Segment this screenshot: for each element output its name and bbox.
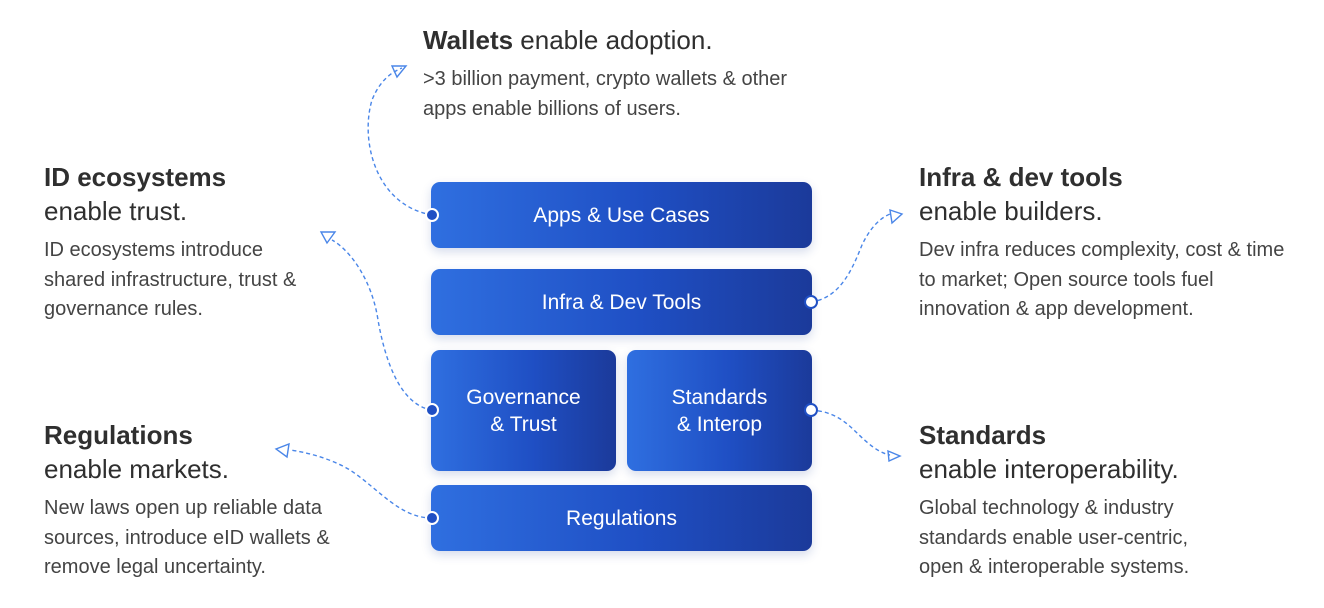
wallets-heading-bold: Wallets xyxy=(423,25,514,55)
infra-subtitle: enable builders. xyxy=(919,196,1103,226)
arrowhead-id xyxy=(319,231,337,245)
wallets-heading-rest: enable adoption. xyxy=(513,25,713,55)
standards-body: Global technology & industry standards e… xyxy=(919,497,1190,578)
connector-infra xyxy=(810,213,891,303)
infra-annotation: Infra & dev tools enable builders. Dev i… xyxy=(919,160,1299,325)
arrowhead-wallets xyxy=(390,65,408,79)
wallets-body: >3 billion payment, crypto wallets & oth… xyxy=(423,68,788,120)
box-governance-trust: Governance & Trust xyxy=(431,350,616,471)
regulations-body: New laws open up reliable data sources, … xyxy=(44,497,330,578)
box-regulations: Regulations xyxy=(431,485,812,551)
infra-title: Infra & dev tools xyxy=(919,162,1123,192)
box-standards-interop: Standards & Interop xyxy=(627,350,812,471)
box-governance-label: Governance & Trust xyxy=(466,385,581,436)
arrowhead-infra xyxy=(889,208,904,225)
id-ecosystems-subtitle: enable trust. xyxy=(44,196,188,226)
wallets-annotation: Wallets enable adoption. >3 billion paym… xyxy=(423,23,843,124)
standards-title: Standards xyxy=(919,420,1047,450)
box-infra-dev-tools: Infra & Dev Tools xyxy=(431,269,812,335)
connector-standards xyxy=(810,409,891,456)
standards-subtitle: enable interoperability. xyxy=(919,454,1179,484)
connector-governance-id xyxy=(331,239,433,411)
id-ecosystems-title: ID ecosystems xyxy=(44,162,227,192)
regulations-title: Regulations xyxy=(44,420,193,450)
box-standards-label: Standards & Interop xyxy=(671,385,768,436)
connector-regulations xyxy=(289,449,433,519)
arrowhead-standards xyxy=(887,449,902,463)
arrowhead-regulations xyxy=(274,442,290,459)
infra-body: Dev infra reduces complexity, cost & tim… xyxy=(919,239,1285,320)
regulations-annotation: Regulations enable markets. New laws ope… xyxy=(44,418,384,583)
wallets-heading: Wallets enable adoption. xyxy=(423,23,843,57)
regulations-subtitle: enable markets. xyxy=(44,454,229,484)
id-ecosystems-body: ID ecosystems introduce shared infrastru… xyxy=(44,239,297,320)
id-ecosystems-annotation: ID ecosystems enable trust. ID ecosystem… xyxy=(44,160,344,325)
box-regulations-label: Regulations xyxy=(566,506,677,530)
box-apps-label: Apps & Use Cases xyxy=(533,203,710,227)
box-apps-use-cases: Apps & Use Cases xyxy=(431,182,812,248)
box-infra-label: Infra & Dev Tools xyxy=(541,290,702,314)
connector-apps-wallets xyxy=(367,67,433,216)
standards-annotation: Standards enable interoperability. Globa… xyxy=(919,418,1299,583)
